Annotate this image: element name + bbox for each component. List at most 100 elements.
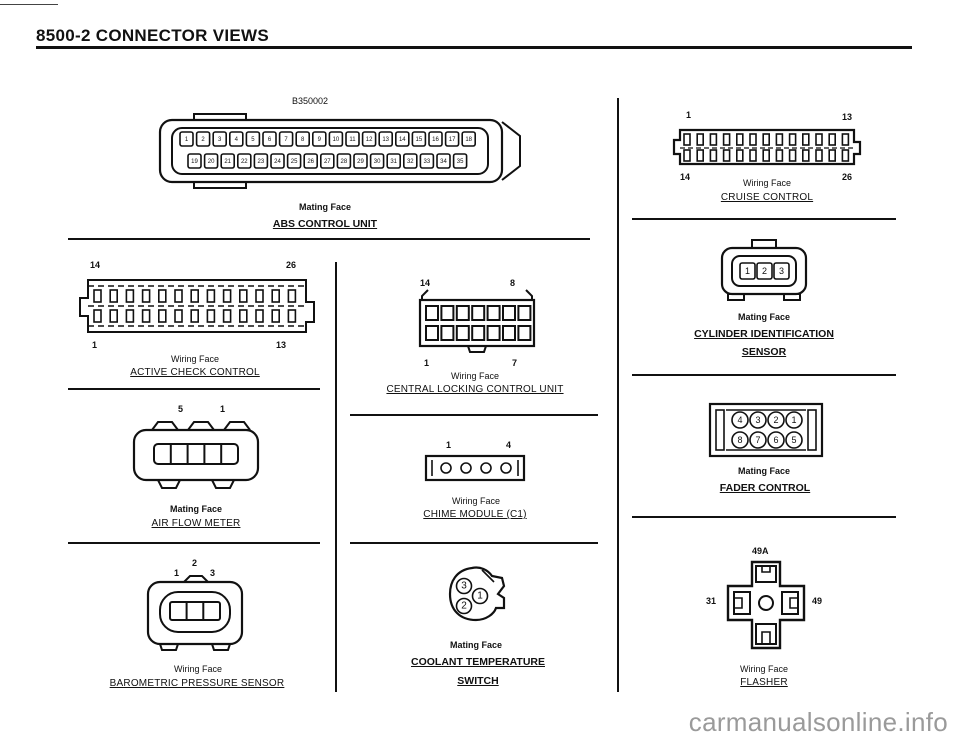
pin-number: 3 — [461, 581, 467, 592]
pin-number: 18 — [465, 137, 472, 143]
divider — [350, 542, 598, 544]
abs-pin — [187, 153, 202, 169]
pin-number: 1 — [791, 415, 796, 425]
cruise-pin — [709, 133, 718, 146]
abs-pin — [253, 153, 269, 169]
divider — [632, 218, 896, 220]
abs-pin — [378, 131, 393, 147]
central-locking-pin — [502, 305, 516, 321]
central-locking-pin — [502, 325, 516, 341]
divider — [632, 516, 896, 518]
pin-label: 26 — [286, 260, 297, 270]
pin-label: 1 — [220, 404, 226, 414]
pin-label: 49 — [812, 596, 823, 606]
active-check-connector-drawing — [79, 279, 315, 333]
pin-number: 14 — [399, 137, 406, 143]
pin-number: 16 — [432, 137, 439, 143]
pin-number: 1 — [477, 591, 483, 602]
air-flow-title: AIR FLOW METER — [151, 518, 241, 529]
active-check-pin — [109, 309, 119, 323]
active-check-pin — [158, 309, 167, 323]
abs-pin — [428, 131, 443, 147]
pin-label: 1 — [92, 340, 98, 350]
active-check-pin — [158, 289, 167, 303]
active-check-pin-rows — [93, 289, 297, 323]
abs-pin — [220, 153, 235, 169]
central-locking-title: CENTRAL LOCKING CONTROL UNIT — [386, 384, 564, 395]
fader-pin — [731, 431, 749, 449]
flasher-title: FLASHER — [740, 677, 788, 688]
cylinder-pin — [773, 262, 790, 280]
pin-number: 22 — [241, 159, 248, 165]
central-locking-pin — [440, 325, 455, 341]
active-check-pin — [271, 309, 280, 323]
cruise-pin — [722, 149, 731, 162]
abs-pin — [262, 131, 277, 147]
abs-pin — [419, 153, 435, 169]
active-check-pin — [222, 309, 232, 323]
pin-number: 5 — [791, 435, 796, 445]
abs-pin — [345, 131, 360, 147]
pin-label: 49A — [752, 546, 769, 556]
active-check-pin — [287, 309, 297, 323]
chime-face-label: Wiring Face — [451, 496, 500, 506]
abs-pin — [336, 153, 352, 169]
active-check-pin — [271, 289, 280, 303]
abs-code: B350002 — [291, 96, 329, 106]
cruise-pin — [841, 133, 850, 146]
abs-pin — [461, 131, 477, 147]
barometric-face-label: Wiring Face — [173, 664, 222, 674]
scan-mark — [0, 4, 58, 5]
abs-pin — [436, 153, 451, 169]
pin-label: 3 — [210, 568, 216, 578]
pin-number: 19 — [191, 159, 198, 165]
pin-label: 7 — [512, 358, 518, 368]
page-header: 8500-2 CONNECTOR VIEWS — [36, 26, 270, 45]
abs-pin — [320, 153, 335, 169]
pin-label: 1 — [686, 110, 692, 120]
divider — [68, 388, 320, 390]
active-check-pin — [255, 309, 264, 323]
active-check-title: ACTIVE CHECK CONTROL — [130, 367, 260, 378]
cruise-face-label: Wiring Face — [742, 178, 791, 188]
pin-number: 2 — [762, 266, 767, 276]
abs-pin — [353, 153, 368, 169]
central-locking-pin — [455, 305, 470, 321]
coolant-title-line2: SWITCH — [457, 675, 499, 687]
pin-number: 10 — [333, 137, 340, 143]
chime-pin — [500, 462, 512, 474]
abs-pin — [179, 131, 194, 147]
pin-number: 5 — [251, 137, 255, 143]
chime-title: CHIME MODULE (C1) — [423, 509, 527, 520]
active-check-pin — [109, 289, 119, 303]
pin-number: 34 — [440, 159, 447, 165]
abs-pin — [361, 131, 377, 147]
cylinder-pin — [756, 262, 773, 280]
abs-pin — [395, 131, 410, 147]
pin-number: 24 — [274, 159, 281, 165]
central-locking-pin-rows — [425, 305, 532, 341]
pin-number: 3 — [755, 415, 760, 425]
central-locking-face-label: Wiring Face — [450, 371, 499, 381]
cruise-pin — [749, 133, 757, 146]
pin-label: 14 — [420, 278, 431, 288]
active-check-pin — [174, 289, 183, 303]
barometric-title: BAROMETRIC PRESSURE SENSOR — [109, 678, 285, 689]
cruise-pin — [722, 133, 731, 146]
abs-pin — [278, 131, 294, 147]
pin-number: 28 — [341, 159, 348, 165]
pin-number: 33 — [424, 159, 431, 165]
cruise-pin — [815, 149, 823, 162]
fader-pin — [749, 411, 767, 429]
column-divider — [617, 98, 619, 692]
cruise-pin — [775, 133, 784, 146]
pin-number: 26 — [307, 159, 314, 165]
pin-number: 29 — [357, 159, 364, 165]
pin-number: 27 — [324, 159, 331, 165]
pin-number: 1 — [745, 266, 750, 276]
pin-number: 4 — [235, 137, 239, 143]
chime-connector-drawing — [424, 454, 526, 482]
